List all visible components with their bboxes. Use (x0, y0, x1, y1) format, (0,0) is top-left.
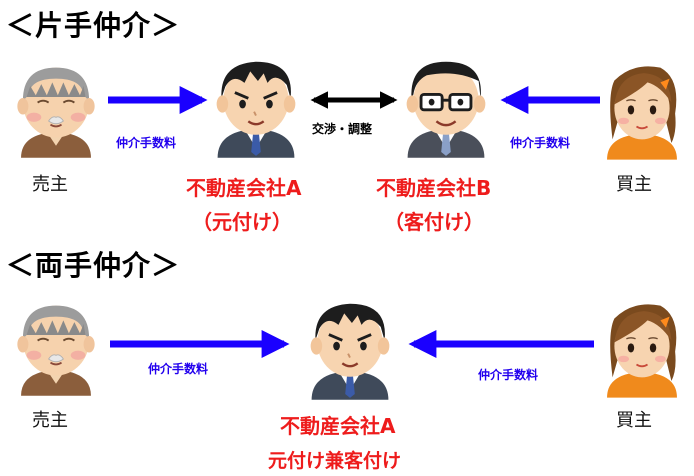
fee-label-left-dual: 仲介手数料 (148, 362, 209, 376)
negotiation-arrow (310, 91, 398, 109)
fee-arrow-left-dual (110, 330, 290, 358)
seller-avatar-single (10, 54, 102, 164)
company-b-role-single: （客付け） (384, 210, 484, 234)
buyer-avatar-dual (596, 292, 688, 402)
company-role-dual: 元付け兼客付け (268, 450, 402, 472)
buyer-label-single: 買主 (616, 174, 652, 195)
fee-label-right-single: 仲介手数料 (510, 136, 571, 150)
fee-arrow-right-dual (408, 330, 594, 358)
agent-a-avatar-dual (302, 288, 398, 406)
company-a-name-single: 不動産会社A (186, 176, 302, 200)
negotiation-label: 交渉・調整 (312, 122, 373, 136)
agent-b-avatar-single (398, 46, 494, 164)
seller-label-dual: 売主 (32, 410, 68, 431)
fee-label-right-dual: 仲介手数料 (478, 368, 539, 382)
fee-arrow-right-single (500, 86, 600, 114)
buyer-label-dual: 買主 (616, 410, 652, 431)
company-a-role-single: （元付け） (192, 210, 292, 234)
seller-avatar-dual (10, 292, 102, 402)
buyer-avatar-single (596, 54, 688, 164)
fee-arrow-left-single (108, 86, 208, 114)
company-name-dual: 不動産会社A (280, 414, 396, 438)
fee-label-left-single: 仲介手数料 (116, 136, 177, 150)
company-b-name-single: 不動産会社B (376, 176, 492, 200)
seller-label-single: 売主 (32, 174, 68, 195)
agent-a-avatar-single (208, 46, 304, 164)
dual-agency-heading: ＜両手仲介＞ (6, 249, 181, 282)
single-agency-heading: ＜片手仲介＞ (6, 9, 181, 42)
